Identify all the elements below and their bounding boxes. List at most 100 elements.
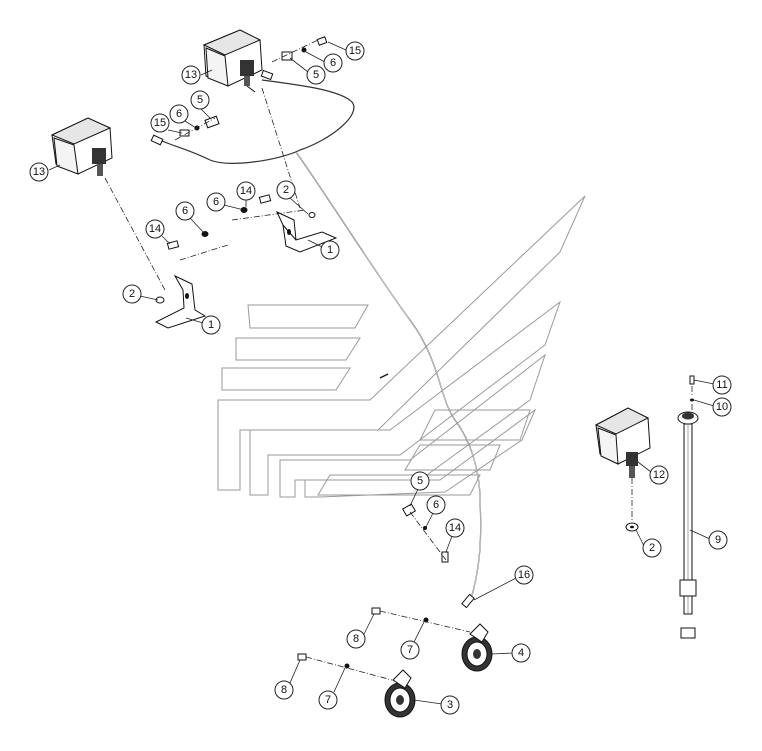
callout-number: 10	[716, 401, 728, 413]
callout-circle	[345, 41, 365, 61]
callout-c6d: 6	[175, 201, 195, 221]
antenna-rod	[677, 375, 699, 639]
callout-c2a: 2	[276, 180, 296, 200]
callout-circle	[511, 643, 531, 663]
callout-c10: 10	[712, 397, 732, 417]
callout-number: 6	[213, 196, 219, 208]
callout-number: 4	[518, 647, 524, 659]
callout-c15a: 15	[345, 41, 365, 61]
callout-circle	[169, 104, 189, 124]
callout-number: 2	[129, 288, 135, 300]
work-light-right	[594, 407, 651, 532]
callout-number: 15	[349, 45, 361, 57]
callout-number: 9	[715, 534, 721, 546]
callout-c7b: 7	[318, 690, 338, 710]
callout-circle	[440, 695, 460, 715]
callout-c13a: 13	[181, 65, 201, 85]
callout-c5a: 5	[306, 65, 326, 85]
callout-c6e: 6	[426, 495, 446, 515]
callout-circle	[190, 90, 210, 110]
leader-lines	[48, 41, 715, 705]
callout-circle	[712, 397, 732, 417]
callout-circle	[206, 192, 226, 212]
callout-c1a: 1	[320, 240, 340, 260]
cable-harness	[150, 79, 482, 609]
callout-circle	[150, 113, 170, 133]
callout-number: 16	[518, 569, 530, 581]
callout-number: 12	[653, 469, 665, 481]
callout-number: 3	[447, 699, 453, 711]
callout-circle	[236, 181, 256, 201]
callout-number: 2	[649, 542, 655, 554]
horn-upper	[461, 623, 493, 672]
callout-circle	[514, 565, 534, 585]
callout-circle	[642, 538, 662, 558]
callout-circle	[201, 315, 221, 335]
callout-number: 2	[283, 184, 289, 196]
work-light-top	[202, 29, 274, 93]
callout-c5c: 5	[410, 471, 430, 491]
callout-circle	[708, 530, 728, 550]
callout-c9: 9	[708, 530, 728, 550]
callout-c2b: 2	[122, 284, 142, 304]
watermark-logo	[217, 195, 586, 498]
callout-circle	[346, 629, 366, 649]
callout-circle	[276, 180, 296, 200]
callout-number: 5	[197, 94, 203, 106]
callout-c14b: 14	[145, 219, 165, 239]
callout-circle	[320, 240, 340, 260]
callout-c16: 16	[514, 565, 534, 585]
callout-c14a: 14	[236, 181, 256, 201]
callout-number: 14	[449, 522, 461, 534]
callout-circle	[400, 640, 420, 660]
work-light-left	[50, 117, 113, 176]
callout-c11: 11	[712, 375, 732, 395]
callout-number: 7	[325, 694, 331, 706]
callout-circle	[175, 201, 195, 221]
callout-number: 15	[154, 117, 166, 129]
bracket-upper	[275, 210, 338, 253]
horn-lower	[384, 669, 416, 718]
callout-circle	[274, 680, 294, 700]
callout-circle	[318, 690, 338, 710]
callout-circle	[410, 471, 430, 491]
callout-number: 8	[353, 633, 359, 645]
callout-number: 13	[185, 69, 197, 81]
callout-c15b: 15	[150, 113, 170, 133]
callout-c8a: 8	[346, 629, 366, 649]
callout-c6b: 6	[169, 104, 189, 124]
callout-number: 13	[33, 166, 45, 178]
callout-c8b: 8	[274, 680, 294, 700]
callout-c7a: 7	[400, 640, 420, 660]
callout-c14c: 14	[445, 518, 465, 538]
callout-c3: 3	[440, 695, 460, 715]
callout-c6a: 6	[323, 53, 343, 73]
callout-number: 6	[182, 205, 188, 217]
callout-number: 6	[433, 499, 439, 511]
callout-c12: 12	[649, 465, 669, 485]
callout-circle	[145, 219, 165, 239]
callout-c2c: 2	[642, 538, 662, 558]
callout-circle	[712, 375, 732, 395]
callout-c4: 4	[511, 643, 531, 663]
callout-circle	[426, 495, 446, 515]
callout-number: 6	[176, 108, 182, 120]
callout-number: 8	[281, 684, 287, 696]
callout-number: 14	[240, 185, 252, 197]
callout-number: 7	[407, 644, 413, 656]
callout-number: 6	[330, 57, 336, 69]
callout-circle	[29, 162, 49, 182]
callout-number: 1	[208, 319, 214, 331]
callout-number: 5	[417, 475, 423, 487]
callout-circle	[445, 518, 465, 538]
callout-number: 5	[313, 69, 319, 81]
callout-circle	[122, 284, 142, 304]
callout-circle	[181, 65, 201, 85]
callout-circle	[306, 65, 326, 85]
callout-c1b: 1	[201, 315, 221, 335]
hardware	[104, 36, 471, 681]
callout-number: 14	[149, 223, 161, 235]
callout-number: 1	[327, 244, 333, 256]
